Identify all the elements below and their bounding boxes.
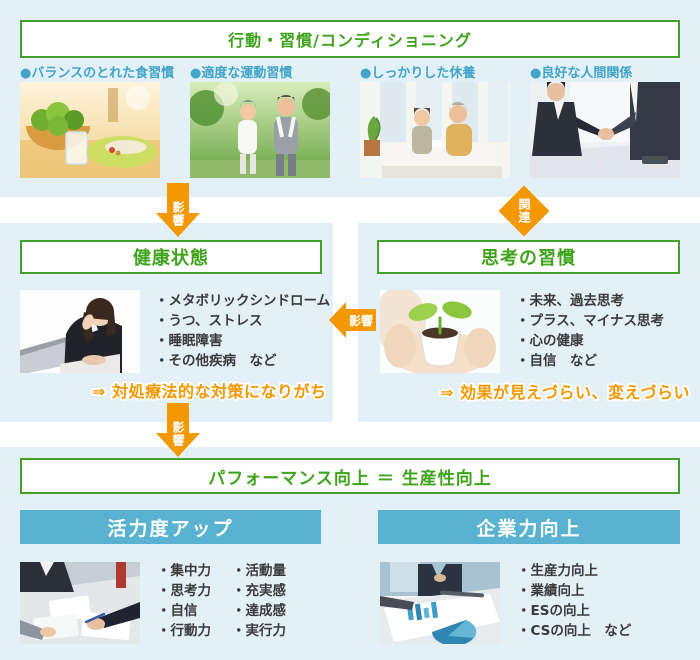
list-item: ・睡眠障害: [155, 333, 223, 349]
thinking-note: ⇒ 効果が見えづらい、変えづらい: [440, 383, 691, 402]
relation-arrow-label: 関連: [517, 198, 531, 224]
health-title: 健康状態: [133, 248, 209, 269]
stressed-worker-photo: [20, 290, 140, 373]
sprout-image: [380, 290, 500, 373]
health-title-box: 健康状態: [20, 240, 322, 274]
list-item: ・充実感: [232, 583, 286, 599]
list-item: ・生産力向上: [517, 563, 598, 579]
list-item: ・未来、過去思考: [516, 293, 624, 309]
arrow-head: [329, 302, 346, 338]
performance-title-box: パフォーマンス向上 ＝ 生産性向上: [20, 458, 680, 494]
list-item: ・行動力: [157, 623, 211, 639]
list-item: ・集中力: [157, 563, 211, 579]
list-item: ・活動量: [232, 563, 286, 579]
influence-left-arrow: 影響: [329, 302, 376, 338]
rest-photo: [360, 82, 510, 178]
influence-down-arrow: 影響: [156, 183, 200, 237]
habit-label-relationships: ●良好な人間関係: [530, 66, 633, 81]
vitality-items-col1: ・集中力 ・思考力 ・自信 ・行動力: [157, 561, 211, 641]
relationships-photo: [530, 82, 680, 178]
list-item: ・プラス、マイナス思考: [516, 313, 664, 329]
header-title: 行動・習慣/コンディショニング: [228, 31, 472, 50]
rest-image: [360, 82, 510, 178]
influence-down-arrow-2: 影響: [156, 403, 200, 457]
influence-arrow-label: 影響: [171, 421, 185, 447]
stressed-worker-image: [20, 290, 140, 373]
list-item: ・その他疾病 など: [155, 353, 277, 369]
health-note: ⇒ 対処療法的な対策になりがち: [92, 382, 327, 401]
list-item: ・ESの向上: [517, 603, 590, 619]
thinking-items-list: ・未来、過去思考 ・プラス、マイナス思考 ・心の健康 ・自信 など: [516, 291, 664, 371]
corporate-header-bar: 企業力向上: [378, 510, 680, 544]
influence-arrow-label: 影響: [171, 201, 185, 227]
balanced-diet-image: [20, 82, 160, 178]
list-item: ・思考力: [157, 583, 211, 599]
list-item: ・自信: [157, 603, 198, 619]
corporate-items-list: ・生産力向上 ・業績向上 ・ESの向上 ・CSの向上 など: [517, 561, 631, 641]
habit-label-exercise: ●適度な運動習慣: [190, 66, 293, 81]
list-item: ・達成感: [232, 603, 286, 619]
thinking-title: 思考の習慣: [481, 248, 576, 269]
meeting-photo: [20, 562, 140, 644]
business-charts-photo: [380, 562, 500, 644]
list-item: ・業績向上: [517, 583, 585, 599]
list-item: ・自信 など: [516, 353, 597, 369]
arrow-stem: 影響: [167, 183, 189, 227]
list-item: ・実行力: [232, 623, 286, 639]
health-items-list: ・メタボリックシンドローム ・うつ、ストレス ・睡眠障害 ・その他疾病 など: [155, 291, 330, 371]
list-item: ・メタボリックシンドローム: [155, 293, 331, 309]
arrow-head: [156, 433, 200, 457]
header-title-box: 行動・習慣/コンディショニング: [20, 20, 680, 58]
performance-title: パフォーマンス向上 ＝ 生産性向上: [208, 468, 492, 489]
vitality-header-bar: 活力度アップ: [20, 510, 321, 544]
business-charts-image: [380, 562, 500, 644]
list-item: ・うつ、ストレス: [155, 313, 263, 329]
habit-label-rest: ●しっかりした休養: [360, 66, 476, 81]
habit-label-diet: ●バランスのとれた食習慣: [20, 66, 175, 81]
list-item: ・心の健康: [516, 333, 584, 349]
arrow-stem: 影響: [346, 309, 376, 331]
influence-arrow-label: 影響: [348, 313, 373, 328]
balanced-diet-photo: [20, 82, 160, 178]
exercise-image: [190, 82, 330, 178]
list-item: ・CSの向上 など: [517, 623, 632, 639]
meeting-image: [20, 562, 140, 644]
arrow-stem: 影響: [167, 403, 189, 447]
relationships-image: [530, 82, 680, 178]
thinking-title-box: 思考の習慣: [377, 240, 680, 274]
vitality-items-col2: ・活動量 ・充実感 ・達成感 ・実行力: [232, 561, 286, 641]
relation-arrow: 関連: [497, 185, 551, 237]
vitality-title: 活力度アップ: [107, 517, 234, 540]
arrow-head: [156, 213, 200, 237]
sprout-photo: [380, 290, 500, 373]
corporate-title: 企業力向上: [476, 517, 582, 540]
exercise-photo: [190, 82, 330, 178]
